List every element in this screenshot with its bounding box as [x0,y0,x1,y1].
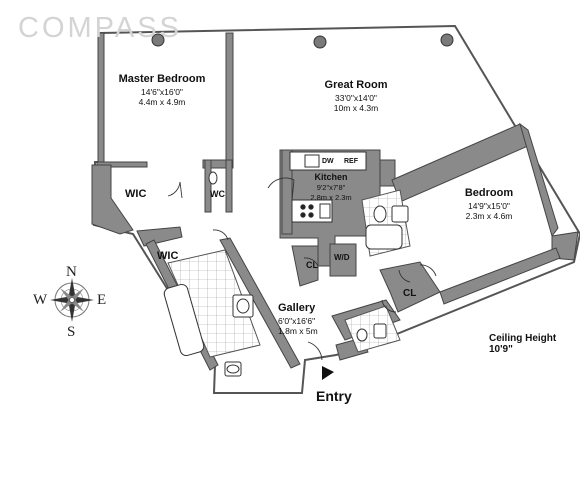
room-dim-metric: 1.8m x 5m [278,326,318,337]
entry-arrow [322,366,334,380]
room-dim-metric: 2.8m x 2.3m [310,192,352,202]
room-great-room: Great Room 33'0"x14'0" 10m x 4.3m [306,79,406,114]
label-refrigerator: REF [344,158,358,165]
room-dim-imperial: 14'6"x16'0" [141,86,183,97]
label-wic-master: WIC [125,188,147,200]
room-dim-imperial: 6'0"x16'6" [278,315,316,326]
door-swings [167,177,437,361]
room-dim-metric: 4.4m x 4.9m [138,97,186,108]
compass-south: S [67,324,76,340]
brand-logo: COMPASS [18,12,182,44]
kitchen-counters [289,151,367,223]
room-name: Kitchen [314,172,348,182]
room-name: Master Bedroom [118,73,206,85]
label-wc: WC [210,189,225,199]
label-dishwasher: DW [322,158,334,165]
compass-west: W [33,292,48,308]
room-dim-metric: 2.3m x 4.6m [465,211,513,222]
label-closet-bedroom: CL [403,288,417,299]
room-name: Gallery [278,302,316,314]
room-dim-imperial: 9'2"x7'8" [316,183,346,193]
room-dim-metric: 10m x 4.3m [333,103,379,114]
bathtubs [163,224,403,357]
label-washer-dryer: W/D [334,253,350,262]
room-kitchen: Kitchen 9'2"x7'8" 2.8m x 2.3m [296,172,366,202]
entry-label: Entry [316,388,352,404]
compass-rose [50,278,94,322]
bath-fixtures [208,171,409,377]
room-name: Bedroom [464,187,514,199]
room-bedroom: Bedroom 14'9"x15'0" 2.3m x 4.6m [446,187,532,222]
columns [151,33,454,49]
ceiling-height-note: Ceiling Height 10'9" [489,333,557,355]
room-gallery: Gallery 6'0"x16'6" 1.8m x 5m [278,302,338,337]
compass-east: E [97,292,107,308]
room-dim-imperial: 14'9"x15'0" [468,200,510,211]
room-dim-imperial: 33'0"x14'0" [335,92,377,103]
room-master-bedroom: Master Bedroom 14'6"x16'0" 4.4m x 4.9m [110,73,214,108]
label-closet-kitchen: CL [306,260,318,270]
bath-tiles [167,189,411,358]
label-wic-hall: WIC [157,250,179,262]
compass-north: N [66,264,77,280]
room-name: Great Room [324,79,388,91]
